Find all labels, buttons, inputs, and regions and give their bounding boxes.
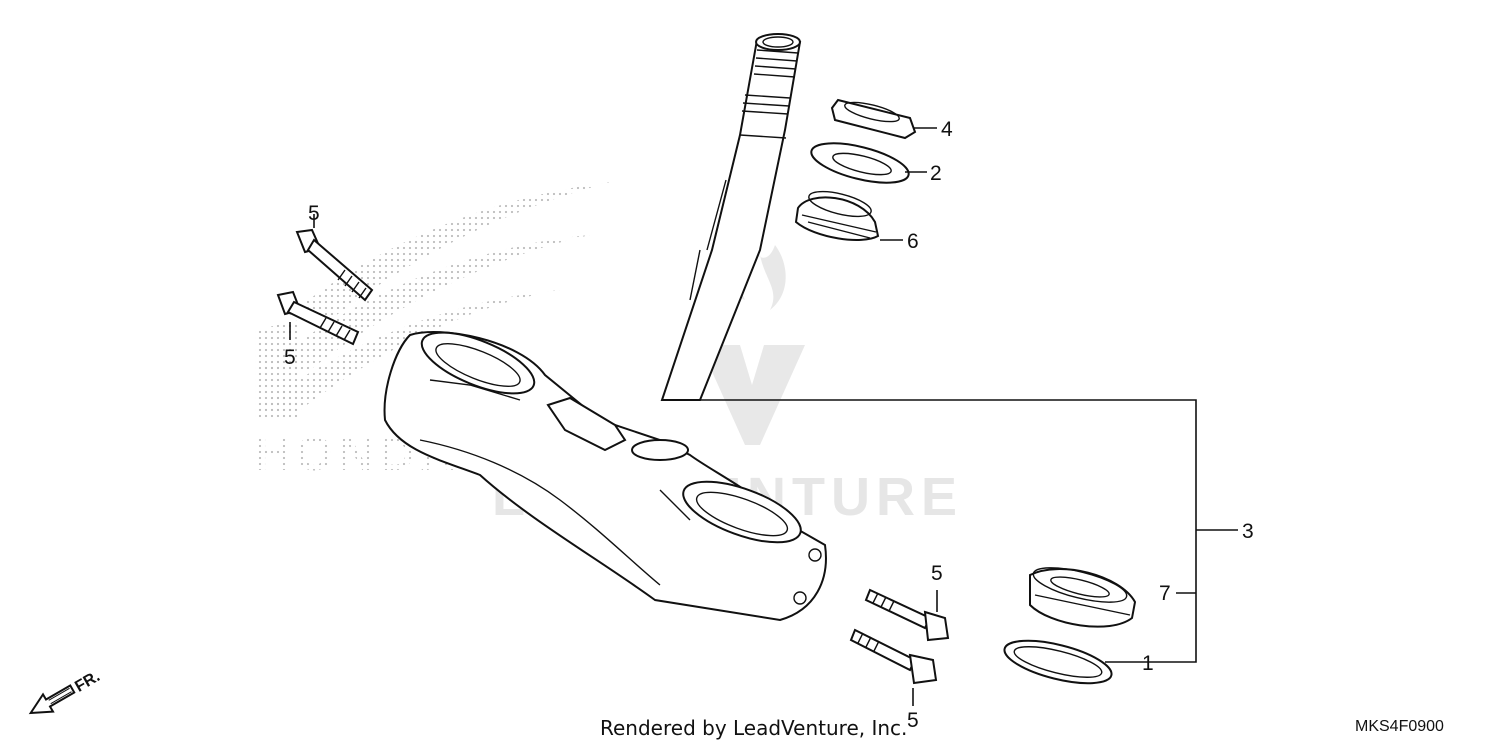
bolt-lower-right-1 [864,588,950,642]
callout-5-upper: 5 [308,202,320,225]
callout-2: 2 [930,162,942,185]
leader-lines [289,127,1238,706]
callout-6: 6 [907,230,919,253]
callout-4: 4 [941,118,953,141]
callout-7: 7 [1159,582,1171,605]
rendered-by-credit: Rendered by LeadVenture, Inc. [600,716,908,740]
stem-lock-nut [830,98,917,140]
bolt-lower-right-2 [849,628,938,685]
bolt-upper-left-1 [295,228,374,302]
dust-seal-washer [810,142,910,184]
callout-1: 1 [1142,652,1154,675]
callout-5-left: 5 [284,346,296,369]
callout-5-bottom: 5 [907,709,919,732]
front-direction-arrow: FR. [28,668,103,715]
callout-3: 3 [1242,520,1254,543]
lower-bearing [1029,567,1137,628]
bottom-bridge [383,331,827,622]
lower-dust-seal [1003,639,1113,685]
callout-5-right: 5 [931,562,943,585]
front-label: FR. [72,668,103,696]
bolt-upper-left-2 [276,290,360,346]
upper-bearing [794,190,880,241]
diagram-code: MKS4F0900 [1355,718,1444,735]
